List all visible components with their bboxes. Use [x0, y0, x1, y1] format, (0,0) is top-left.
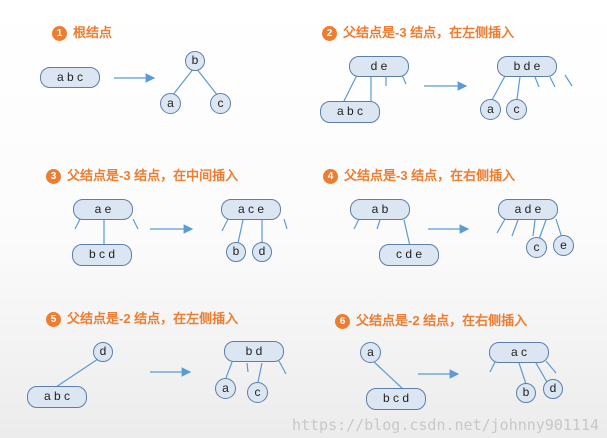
node-ace: a c e	[221, 199, 281, 220]
node-d: d	[543, 379, 563, 399]
node-bcd: b c d	[72, 244, 132, 266]
node-a: a	[215, 378, 236, 399]
panel-3-title: 3 父结点是-3 结点，在中间插入	[46, 167, 238, 185]
node-c: c	[506, 99, 527, 120]
node-cde: c d e	[379, 244, 439, 266]
step-number-badge: 3	[46, 169, 61, 184]
node-d: d	[93, 342, 113, 362]
step-number-badge: 6	[335, 314, 350, 329]
panel-2-title: 2 父结点是-3 结点，在左侧插入	[322, 24, 514, 42]
node-bde: b d e	[497, 56, 557, 77]
node-b: b	[516, 383, 536, 403]
panel-6-title: 6 父结点是-2 结点，在右侧插入	[335, 312, 527, 330]
step-number-badge: 4	[323, 169, 338, 184]
watermark-url: https://blog.csdn.net/johnny901114	[291, 416, 599, 434]
panel-title-text: 父结点是-3 结点，在右侧插入	[344, 168, 516, 183]
panel-title-text: 父结点是-3 结点，在左侧插入	[343, 25, 515, 40]
node-c: c	[247, 382, 268, 403]
node-ae: a e	[73, 199, 133, 220]
node-abc: a b c	[320, 101, 380, 123]
node-ac: a c	[489, 342, 549, 363]
node-abc: a b c	[27, 386, 87, 408]
step-number-badge: 2	[322, 26, 337, 41]
node-c: c	[526, 237, 547, 258]
step-number-badge: 1	[52, 26, 67, 41]
panel-1-title: 1 根结点	[52, 24, 112, 42]
node-c: c	[210, 93, 231, 114]
node-b: b	[226, 242, 246, 262]
node-a: a	[360, 342, 381, 363]
node-a: a	[160, 93, 181, 114]
panel-4-title: 4 父结点是-3 结点，在右侧插入	[323, 167, 515, 185]
node-e: e	[553, 235, 574, 256]
panel-title-text: 父结点是-2 结点，在左侧插入	[67, 311, 239, 326]
panel-title-text: 根结点	[73, 25, 113, 40]
node-ab: a b	[350, 199, 410, 220]
panel-5-title: 5 父结点是-2 结点，在左侧插入	[46, 310, 238, 328]
node-b: b	[185, 51, 205, 71]
step-number-badge: 5	[46, 312, 61, 327]
node-abc: a b c	[40, 67, 100, 88]
node-bd: b d	[224, 341, 284, 362]
node-ade: a d e	[498, 199, 558, 220]
panel-title-text: 父结点是-2 结点，在右侧插入	[356, 313, 528, 328]
node-a: a	[480, 99, 501, 120]
panel-title-text: 父结点是-3 结点，在中间插入	[67, 168, 239, 183]
node-de: d e	[349, 56, 409, 77]
node-d: d	[252, 242, 272, 262]
node-bcd: b c d	[366, 388, 426, 410]
